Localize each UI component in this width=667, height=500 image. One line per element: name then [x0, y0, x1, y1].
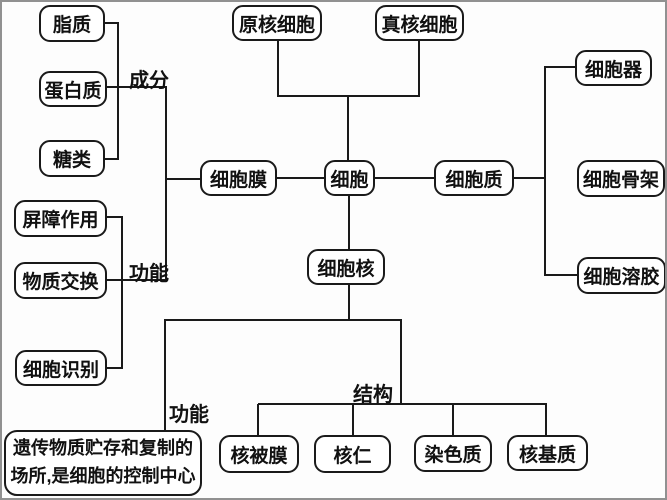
node-lipid: 脂质: [39, 5, 105, 42]
node-nucleolus: 核仁: [314, 435, 391, 473]
node-cell-recognition: 细胞识别: [15, 350, 107, 386]
nucleus-function-line2: 场所,是细胞的控制中心: [10, 466, 196, 486]
node-prokaryotic-cell: 原核细胞: [232, 5, 322, 41]
node-substance-exchange: 物质交换: [14, 262, 107, 299]
edge-label-membrane-function: 功能: [129, 263, 169, 285]
node-organelle: 细胞器: [575, 50, 652, 86]
node-protein: 蛋白质: [39, 71, 107, 107]
node-cell-membrane: 细胞膜: [200, 160, 277, 196]
node-cytoplasm: 细胞质: [434, 160, 514, 196]
nucleus-function-line1: 遗传物质贮存和复制的: [13, 438, 193, 459]
node-cytoskeleton: 细胞骨架: [577, 160, 665, 197]
node-eukaryotic-cell: 真核细胞: [375, 5, 464, 41]
edge-label-nucleus-function: 功能: [169, 404, 209, 426]
node-nucleus-function-description: 遗传物质贮存和复制的 场所,是细胞的控制中心: [4, 430, 202, 496]
node-barrier-function: 屏障作用: [14, 200, 107, 237]
node-nucleus: 细胞核: [307, 249, 385, 285]
node-sugar: 糖类: [39, 140, 105, 177]
node-nuclear-envelope: 核被膜: [219, 435, 299, 473]
edge-label-nucleus-structure: 结构: [353, 384, 393, 406]
edge-label-composition: 成分: [129, 70, 169, 92]
node-cell: 细胞: [324, 160, 375, 196]
node-cytosol: 细胞溶胶: [577, 257, 665, 294]
node-nuclear-matrix: 核基质: [507, 435, 588, 471]
node-chromatin: 染色质: [414, 435, 492, 472]
